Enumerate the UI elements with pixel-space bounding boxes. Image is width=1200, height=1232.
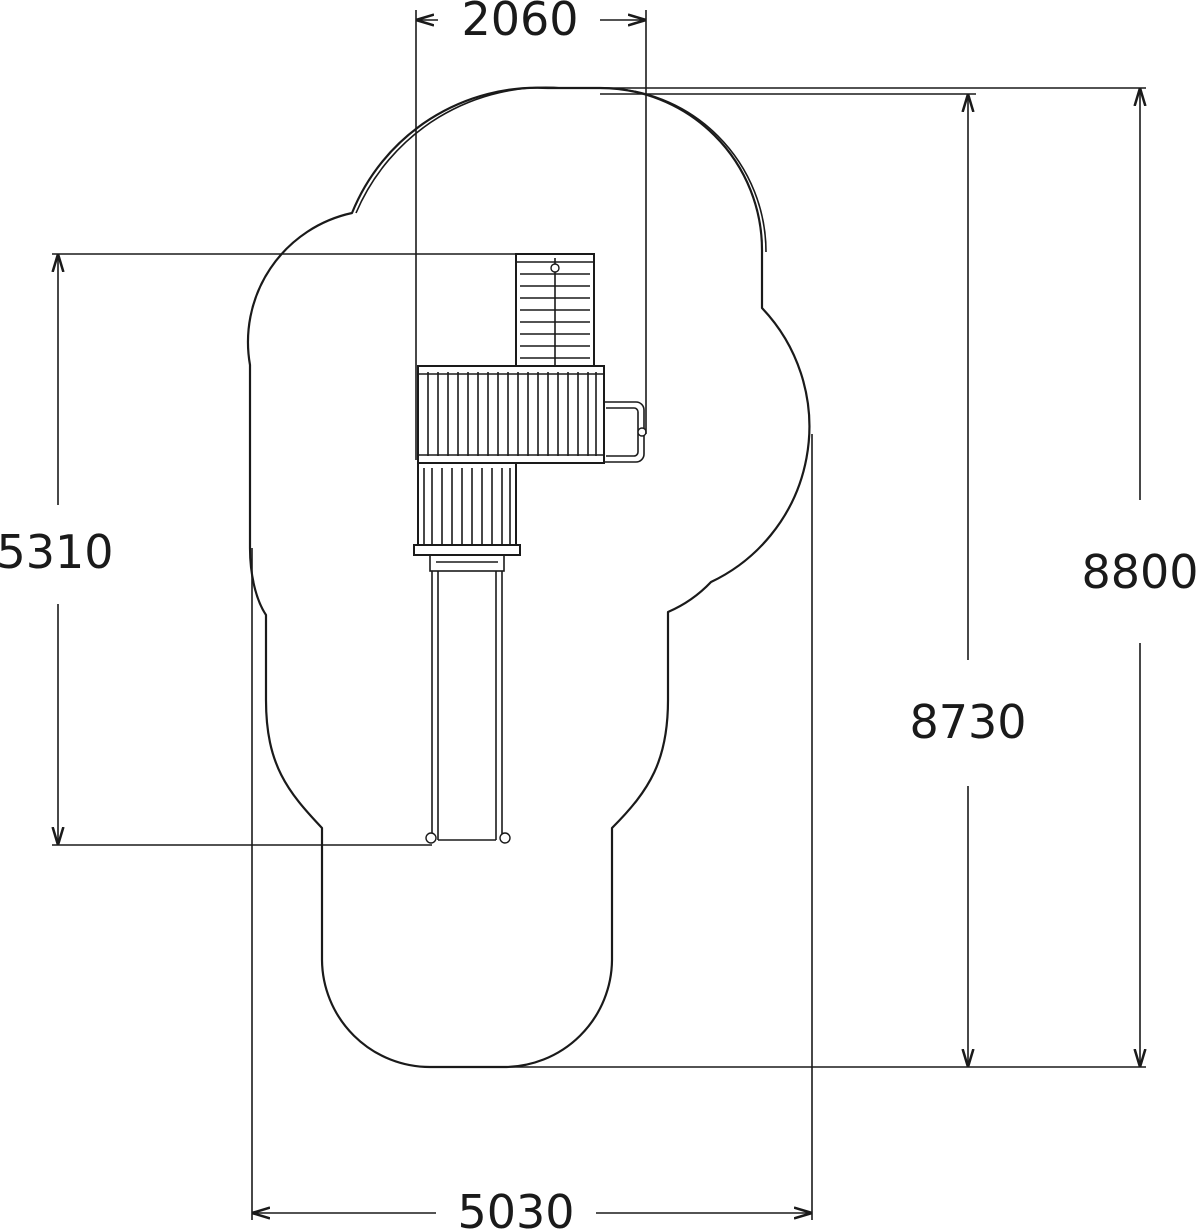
dimension-top-width-label: 2060 [461,0,578,46]
dimension-inner-height: 8730 [504,93,1146,1068]
slide-end-right [499,832,511,844]
dimension-bottom-width-label: 5030 [457,1185,574,1232]
stairs-base [413,544,521,556]
safety-zone [246,86,811,1069]
safety-zone-outer-arc [355,86,767,253]
dimension-top-width: 2060 [415,0,647,460]
dimension-left-height: 5310 [0,253,516,846]
handrail-post [637,427,647,437]
stairs-steps [423,468,511,544]
slide-end-left [425,832,437,844]
dimension-inner-height-label: 8730 [909,695,1026,749]
dimension-outer-height-label: 8800 [1081,545,1198,599]
ladder-rungs [516,258,594,366]
dimension-left-height-label: 5310 [0,525,114,579]
dimension-bottom-width: 5030 [251,434,813,1232]
stairs [417,462,517,550]
equipment [413,253,647,844]
dimension-outer-height: 8800 [602,87,1199,1067]
safety-zone-outline [246,86,811,1069]
slide [425,554,511,844]
ladder-hook [550,263,560,273]
platform [417,365,605,464]
platform-deck-boards [418,372,604,456]
